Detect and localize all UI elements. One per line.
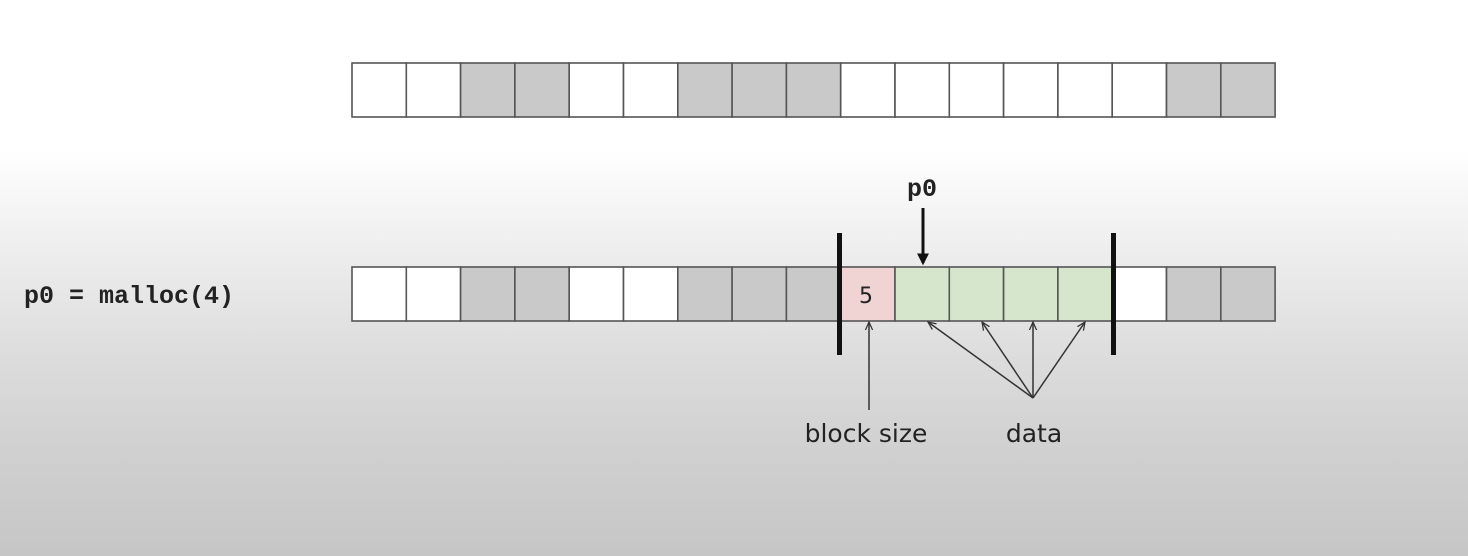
heap-cell-empty bbox=[351, 266, 408, 322]
block-boundary-right bbox=[1111, 233, 1116, 355]
heap-cell-allocated bbox=[459, 266, 516, 322]
malloc-call-label: p0 = malloc(4) bbox=[24, 282, 234, 311]
heap-cell-allocated bbox=[785, 62, 842, 118]
heap-cell-empty bbox=[351, 62, 408, 118]
heap-cell-empty bbox=[1002, 62, 1059, 118]
heap-cell-allocated bbox=[1220, 62, 1276, 118]
heap-cell-data bbox=[1057, 266, 1114, 322]
heap-cell-empty bbox=[1111, 62, 1168, 118]
heap-cell-allocated bbox=[1220, 266, 1276, 322]
heap-cell-allocated bbox=[731, 62, 788, 118]
data-arrow-2 bbox=[982, 322, 1034, 399]
heap-cell-allocated bbox=[676, 266, 733, 322]
heap-cell-empty bbox=[894, 62, 951, 118]
heap-cell-data bbox=[894, 266, 951, 322]
heap-cell-empty bbox=[568, 266, 625, 322]
pointer-label: p0 bbox=[907, 175, 937, 204]
heap-cell-data bbox=[1002, 266, 1059, 322]
heap-cell-allocated bbox=[1165, 266, 1222, 322]
heap-cell-empty bbox=[1057, 62, 1114, 118]
heap-cell-allocated bbox=[514, 266, 571, 322]
heap-cell-allocated bbox=[1165, 62, 1222, 118]
heap-cell-allocated bbox=[731, 266, 788, 322]
data-arrow-4 bbox=[1032, 322, 1085, 399]
data-label: data bbox=[1006, 419, 1062, 448]
heap-cell-empty bbox=[405, 62, 462, 118]
heap-cell-empty bbox=[839, 62, 896, 118]
heap-cell-empty bbox=[948, 62, 1005, 118]
heap-cell-allocated bbox=[676, 62, 733, 118]
data-arrow-1 bbox=[928, 322, 1034, 399]
block-size-value: 5 bbox=[859, 284, 873, 309]
heap-cell-empty bbox=[622, 266, 679, 322]
heap-cell-empty bbox=[622, 62, 679, 118]
heap-cell-data bbox=[948, 266, 1005, 322]
heap-cell-empty bbox=[568, 62, 625, 118]
block-boundary-left bbox=[837, 233, 842, 355]
heap-row-before bbox=[351, 62, 1276, 118]
heap-cell-empty bbox=[1111, 266, 1168, 322]
heap-cell-empty bbox=[405, 266, 462, 322]
heap-cell-allocated bbox=[785, 266, 842, 322]
heap-row-after bbox=[351, 266, 1276, 322]
heap-cell-allocated bbox=[459, 62, 516, 118]
heap-cell-allocated bbox=[514, 62, 571, 118]
block-size-label: block size bbox=[805, 419, 928, 448]
